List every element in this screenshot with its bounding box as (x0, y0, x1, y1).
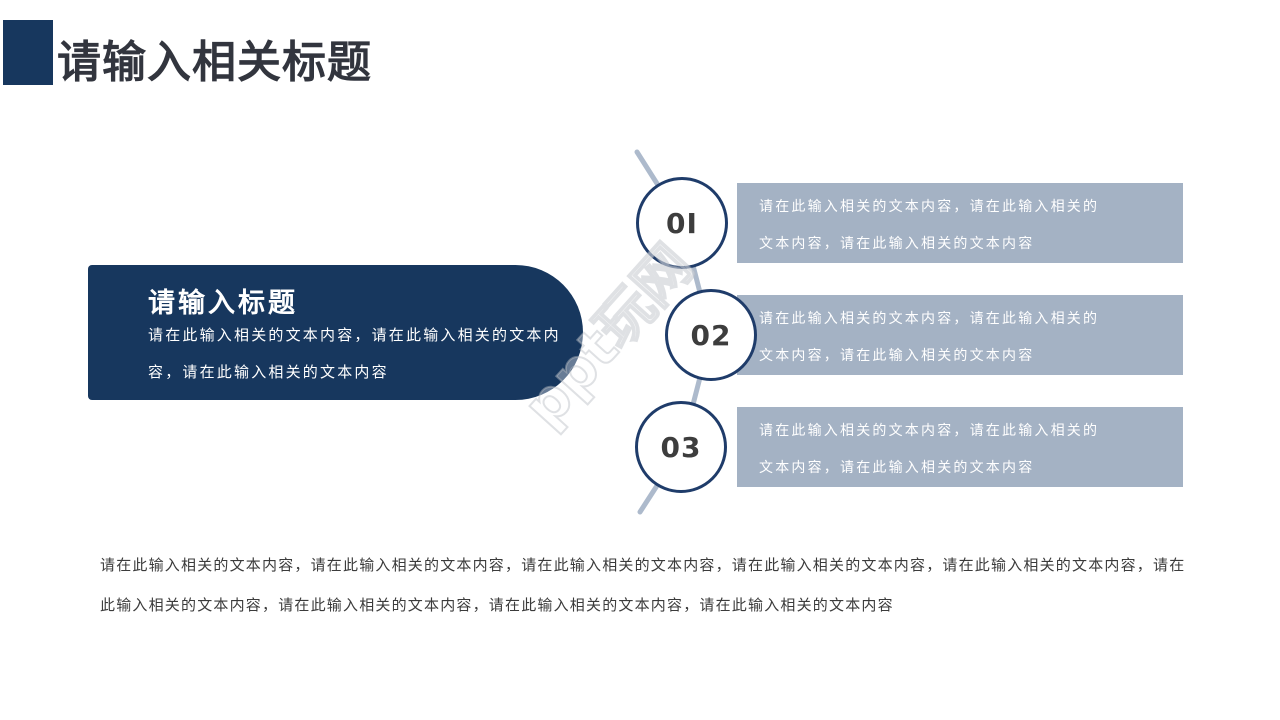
step-bar-text-line: 请在此输入相关的文本内容，请在此输入相关的 (759, 200, 1100, 215)
step-bar-3: 请在此输入相关的文本内容，请在此输入相关的 文本内容，请在此输入相关的文本内容 (737, 407, 1183, 487)
step-circle-1: 0I (636, 177, 728, 269)
step-bar-1-text: 请在此输入相关的文本内容，请在此输入相关的 文本内容，请在此输入相关的文本内容 (759, 189, 1099, 263)
step-number-3: 03 (660, 430, 702, 464)
step-bar-2-text: 请在此输入相关的文本内容，请在此输入相关的 文本内容，请在此输入相关的文本内容 (759, 301, 1099, 375)
step-circle-2: 02 (665, 289, 757, 381)
footer-paragraph-line: 请在此输入相关的文本内容，请在此输入相关的文本内容，请在此输入相关的文本内容，请… (100, 558, 1186, 574)
card-body-line: 容，请在此输入相关的文本内容 (148, 365, 389, 381)
footer-paragraph-line: 此输入相关的文本内容，请在此输入相关的文本内容，请在此输入相关的文本内容，请在此… (100, 598, 894, 614)
footer-paragraph: 请在此输入相关的文本内容，请在此输入相关的文本内容，请在此输入相关的文本内容，请… (100, 546, 1220, 626)
page-title: 请输入相关标题 (57, 38, 372, 87)
step-bar-1: 请在此输入相关的文本内容，请在此输入相关的 文本内容，请在此输入相关的文本内容 (737, 183, 1183, 263)
step-number-2: 02 (690, 318, 732, 352)
card-title: 请输入标题 (148, 288, 298, 318)
step-circle-3: 03 (635, 401, 727, 493)
step-bar-2: 请在此输入相关的文本内容，请在此输入相关的 文本内容，请在此输入相关的文本内容 (737, 295, 1183, 375)
card-body: 请在此输入相关的文本内容，请在此输入相关的文本内 容，请在此输入相关的文本内容 (148, 318, 561, 392)
step-number-1: 0I (666, 206, 698, 240)
step-bar-3-text: 请在此输入相关的文本内容，请在此输入相关的 文本内容，请在此输入相关的文本内容 (759, 413, 1099, 487)
card-body-line: 请在此输入相关的文本内容，请在此输入相关的文本内 (148, 328, 561, 344)
highlight-card: 请输入标题 请在此输入相关的文本内容，请在此输入相关的文本内 容，请在此输入相关… (88, 265, 583, 400)
step-bar-text-line: 请在此输入相关的文本内容，请在此输入相关的 (759, 424, 1100, 439)
step-bar-text-line: 文本内容，请在此输入相关的文本内容 (759, 237, 1035, 252)
step-bar-text-line: 文本内容，请在此输入相关的文本内容 (759, 461, 1035, 476)
step-bar-text-line: 文本内容，请在此输入相关的文本内容 (759, 349, 1035, 364)
title-accent-square (3, 20, 53, 85)
step-bar-text-line: 请在此输入相关的文本内容，请在此输入相关的 (759, 312, 1100, 327)
